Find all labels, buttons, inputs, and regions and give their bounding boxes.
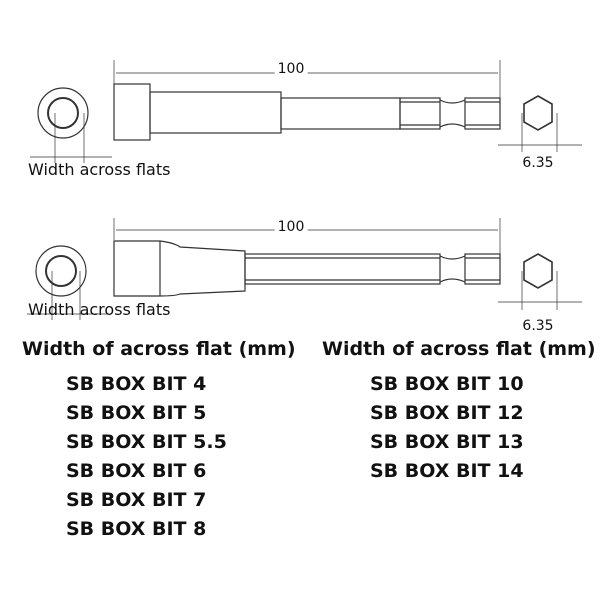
list-item: SB BOX BIT 13 <box>370 431 524 453</box>
column-header-right: Width of across flat (mm) <box>322 338 596 360</box>
list-item: SB BOX BIT 12 <box>370 402 524 424</box>
length-dimension-1: 100 <box>274 61 308 77</box>
list-item: SB BOX BIT 5 <box>66 402 207 424</box>
length-dimension-2: 100 <box>274 219 308 235</box>
list-item: SB BOX BIT 7 <box>66 489 207 511</box>
shank-end-view-1 <box>498 95 582 152</box>
list-item: SB BOX BIT 14 <box>370 460 524 482</box>
socket-end-view-2 <box>27 245 108 320</box>
shank-dimension-1: 6.35 <box>519 155 557 171</box>
list-item: SB BOX BIT 4 <box>66 373 207 395</box>
drawing-1 <box>30 60 582 163</box>
caption-width-across-flats-1: Width across flats <box>28 160 171 179</box>
socket-end-view-1 <box>30 87 112 163</box>
list-item: SB BOX BIT 10 <box>370 373 524 395</box>
model-list-right: SB BOX BIT 10 SB BOX BIT 12 SB BOX BIT 1… <box>370 370 524 486</box>
list-item: SB BOX BIT 8 <box>66 518 207 540</box>
list-item: SB BOX BIT 5.5 <box>66 431 227 453</box>
bit-side-view-1 <box>113 60 501 141</box>
shank-end-view-2 <box>498 253 582 310</box>
caption-width-across-flats-2: Width across flats <box>28 300 171 319</box>
shank-dimension-2: 6.35 <box>519 318 557 334</box>
model-list-left: SB BOX BIT 4 SB BOX BIT 5 SB BOX BIT 5.5… <box>66 370 227 544</box>
column-header-left: Width of across flat (mm) <box>22 338 296 360</box>
list-item: SB BOX BIT 6 <box>66 460 207 482</box>
